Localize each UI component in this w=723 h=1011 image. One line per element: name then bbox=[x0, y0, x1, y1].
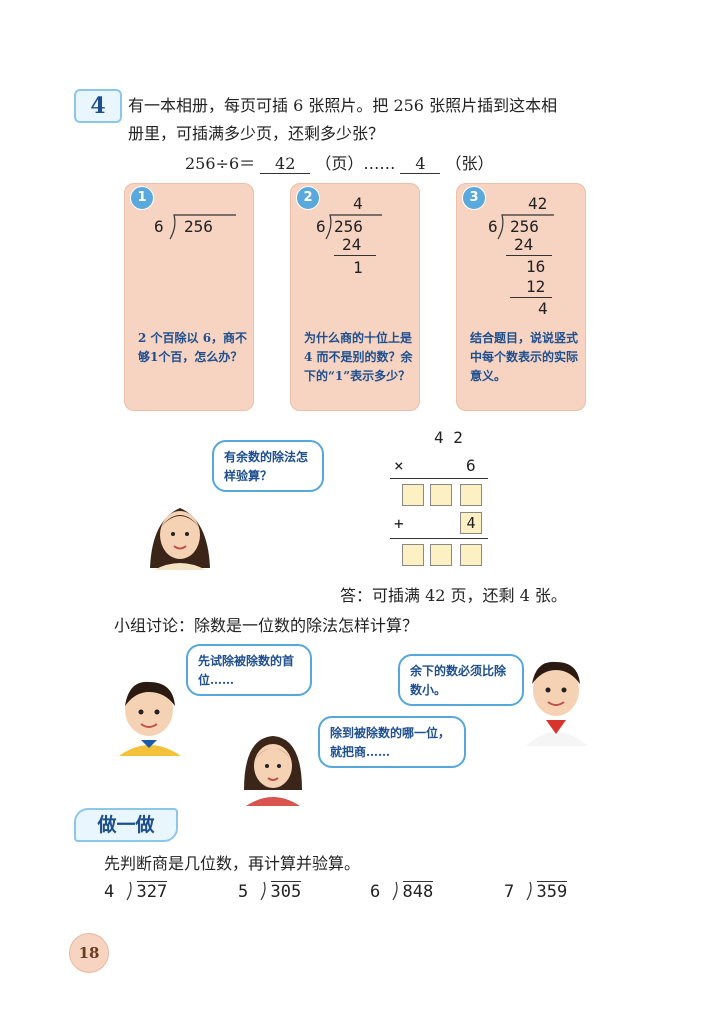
remainder-cell: 4 bbox=[460, 512, 482, 534]
multiplicand: 4 2 bbox=[434, 428, 463, 447]
verification-calculation: 4 2 × 6 + 4 bbox=[390, 428, 490, 568]
problem-text: 有一本相册，每页可插 6 张照片。把 256 张照片插到这本相 册里，可插满多少… bbox=[128, 92, 628, 148]
remainder-blank: 4 bbox=[400, 154, 441, 174]
dividend: 256 bbox=[334, 217, 363, 236]
exercise-divisor: 7 bbox=[504, 882, 515, 902]
step-number-2: 2 bbox=[296, 186, 320, 210]
times-sign: × bbox=[394, 456, 404, 475]
plus-sign: + bbox=[394, 514, 404, 533]
divisor: 6 bbox=[488, 217, 498, 236]
division-equation: 256÷6＝ 42 （页）…… 4 （张） bbox=[185, 150, 494, 174]
answer-cell[interactable] bbox=[402, 484, 424, 506]
exercise-divisor: 6 bbox=[370, 882, 381, 902]
problem-line-1: 有一本相册，每页可插 6 张照片。把 256 张照片插到这本相 bbox=[128, 96, 558, 115]
equation-expression: 256÷6＝ bbox=[185, 154, 256, 173]
discussion-prompt: 小组讨论：除数是一位数的除法怎样计算？ bbox=[114, 616, 419, 635]
divisor: 6 bbox=[316, 217, 326, 236]
exercise-3: 6 848 bbox=[370, 880, 434, 902]
step-number-3: 3 bbox=[462, 186, 486, 210]
final-remainder: 4 bbox=[538, 299, 548, 318]
page-number: 18 bbox=[69, 933, 109, 973]
example-number-badge: 4 bbox=[74, 89, 122, 123]
step-note: 为什么商的十位上是 4 而不是别的数？余下的“1”表示多少？ bbox=[304, 331, 413, 383]
first-product: 24 bbox=[514, 235, 534, 254]
step-number-1: 1 bbox=[130, 186, 154, 210]
division-bracket bbox=[497, 214, 554, 240]
remainder-line: 1 bbox=[353, 258, 363, 277]
step-note: 结合题目，说说竖式中每个数表示的实际意义。 bbox=[470, 331, 579, 383]
unit-page: （页）…… bbox=[315, 154, 396, 173]
division-bracket bbox=[125, 881, 132, 901]
boy-right-illustration bbox=[526, 661, 588, 746]
step-note: 2 个百除以 6，商不够1个百，怎么办？ bbox=[138, 331, 248, 364]
quotient-blank: 42 bbox=[260, 154, 311, 174]
answer-cell[interactable] bbox=[430, 484, 452, 506]
girl-middle-illustration bbox=[244, 736, 302, 806]
product-line bbox=[390, 478, 488, 479]
exercise-2: 5 305 bbox=[238, 880, 302, 902]
exercise-divisor: 4 bbox=[104, 882, 115, 902]
problem-line-2: 册里，可插满多少页，还剩多少张？ bbox=[128, 124, 385, 143]
divisor: 6 bbox=[154, 217, 164, 236]
practice-title-badge: 做一做 bbox=[74, 808, 178, 842]
exercise-1: 4 327 bbox=[104, 880, 168, 902]
division-bracket bbox=[325, 214, 382, 240]
exercise-4: 7 359 bbox=[504, 880, 568, 902]
division-bracket bbox=[525, 881, 532, 901]
quotient-digit: 4 bbox=[353, 194, 363, 213]
exercise-dividend: 305 bbox=[270, 881, 302, 902]
answer-cell[interactable] bbox=[402, 544, 424, 566]
answer-cell[interactable] bbox=[430, 544, 452, 566]
exercise-dividend: 848 bbox=[402, 881, 434, 902]
second-partial: 16 bbox=[526, 257, 546, 276]
exercise-divisor: 5 bbox=[238, 882, 249, 902]
sum-line bbox=[390, 538, 488, 539]
division-bracket bbox=[259, 881, 266, 901]
step-card-3: 3 42 6 256 24 16 12 4 结合题目，说说竖式中每个数表示的实际… bbox=[456, 183, 586, 411]
step-card-2: 2 4 6 256 24 1 为什么商的十位上是 4 而不是别的数？余下的“1”… bbox=[290, 183, 420, 411]
dividend: 256 bbox=[184, 217, 213, 236]
division-bracket bbox=[391, 881, 398, 901]
boy-left-illustration bbox=[119, 681, 181, 756]
answer-cell[interactable] bbox=[460, 544, 482, 566]
check-question-bubble: 有余数的除法怎样验算？ bbox=[212, 440, 324, 492]
exercise-dividend: 327 bbox=[136, 881, 168, 902]
answer-cell[interactable] bbox=[460, 484, 482, 506]
unit-sheet: （张） bbox=[445, 154, 494, 173]
girl-illustration bbox=[150, 508, 210, 570]
right-kid-bubble: 余下的数必须比除数小。 bbox=[398, 654, 524, 706]
product-line: 24 bbox=[342, 235, 362, 254]
subtraction-line bbox=[334, 255, 376, 256]
exercise-dividend: 359 bbox=[536, 881, 568, 902]
practice-instruction: 先判断商是几位数，再计算并验算。 bbox=[104, 854, 361, 873]
quotient-digits: 42 bbox=[528, 194, 548, 213]
second-product: 12 bbox=[526, 277, 546, 296]
dividend: 256 bbox=[510, 217, 539, 236]
subtraction-line-1 bbox=[506, 255, 552, 256]
subtraction-line-2 bbox=[510, 297, 552, 298]
multiplier: 6 bbox=[466, 456, 476, 475]
division-bracket bbox=[169, 214, 236, 240]
answer-text: 答：可插满 42 页，还剩 4 张。 bbox=[340, 586, 567, 605]
step-card-1: 1 6 256 2 个百除以 6，商不够1个百，怎么办？ bbox=[124, 183, 254, 411]
left-kid-bubble: 先试除被除数的首位…… bbox=[186, 644, 312, 696]
middle-kid-bubble: 除到被除数的哪一位，就把商…… bbox=[318, 716, 466, 768]
